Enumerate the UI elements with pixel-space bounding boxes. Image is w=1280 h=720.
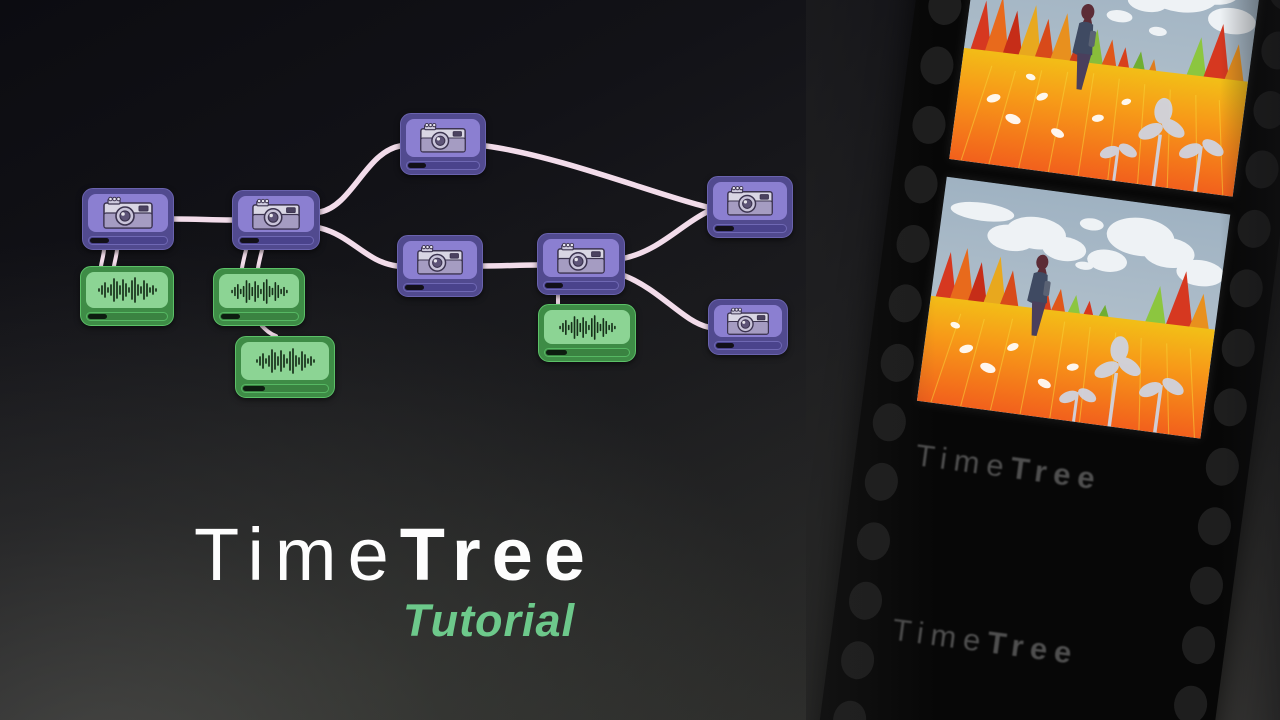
sprocket-hole xyxy=(885,282,924,325)
audio-node-body xyxy=(241,342,329,380)
progress-bar[interactable] xyxy=(406,161,480,170)
camera-node-body xyxy=(238,196,314,232)
progress-bar[interactable] xyxy=(543,281,619,290)
sprocket-hole xyxy=(909,103,948,146)
camera-icon xyxy=(420,122,466,153)
camera-node-body xyxy=(406,119,480,157)
film-label-part-light: Time xyxy=(890,611,990,660)
sprocket-hole xyxy=(877,341,916,384)
film-label-part-bold: Tree xyxy=(985,624,1081,672)
title-part-light: Time xyxy=(194,513,400,596)
film-frame xyxy=(949,0,1263,197)
progress-bar[interactable] xyxy=(241,384,329,393)
film-strip-area: TimeTree TimeTree xyxy=(806,0,1280,720)
camera-icon xyxy=(727,307,769,335)
camera-node[interactable] xyxy=(708,299,788,355)
graph-edges xyxy=(99,143,711,338)
camera-node-body xyxy=(714,305,782,337)
camera-node-body xyxy=(403,241,477,279)
subtitle: Tutorial xyxy=(402,595,576,646)
sprocket-hole xyxy=(1226,267,1265,310)
audio-node[interactable] xyxy=(80,266,174,326)
film-frames: TimeTree TimeTree xyxy=(865,0,1265,720)
sprocket-hole xyxy=(925,0,964,27)
camera-icon xyxy=(417,244,463,275)
audio-node-body xyxy=(86,272,168,308)
autumn-scene-illustration xyxy=(949,0,1263,197)
camera-node[interactable] xyxy=(397,235,483,297)
camera-icon xyxy=(103,196,153,229)
progress-bar[interactable] xyxy=(86,312,168,321)
camera-node-body xyxy=(713,182,787,220)
sprocket-hole xyxy=(869,401,908,444)
walking-figure xyxy=(1027,254,1051,337)
sprocket-hole xyxy=(917,44,956,87)
progress-bar[interactable] xyxy=(544,348,630,357)
progress-bar[interactable] xyxy=(403,283,477,292)
audio-node-body xyxy=(544,310,630,344)
sprocket-hole xyxy=(1202,445,1241,488)
film-label-part-light: Time xyxy=(913,437,1013,485)
progress-bar[interactable] xyxy=(219,312,299,321)
progress-bar[interactable] xyxy=(713,224,787,233)
sprocket-hole xyxy=(1218,326,1257,369)
audio-node-body xyxy=(219,274,299,308)
progress-bar[interactable] xyxy=(88,236,168,245)
title-block: TimeTree Tutorial xyxy=(0,512,790,648)
film-strip-label: TimeTree xyxy=(890,612,1172,685)
audio-node[interactable] xyxy=(235,336,335,398)
film-strip-label: TimeTree xyxy=(913,437,1195,510)
camera-node[interactable] xyxy=(232,190,320,250)
waveform-icon xyxy=(98,277,157,303)
sprocket-hole xyxy=(1258,29,1280,72)
sprocket-hole xyxy=(1250,88,1280,131)
sprocket-hole xyxy=(1179,624,1217,667)
sprocket-hole xyxy=(1187,564,1225,607)
waveform-icon xyxy=(256,348,315,374)
progress-bar[interactable] xyxy=(238,236,314,245)
camera-icon xyxy=(252,198,300,230)
camera-node-body xyxy=(88,194,168,232)
audio-node[interactable] xyxy=(538,304,636,362)
sprocket-hole xyxy=(1242,148,1280,191)
camera-node[interactable] xyxy=(707,176,793,238)
camera-icon xyxy=(727,185,773,216)
sprocket-hole xyxy=(838,639,876,682)
sprocket-hole xyxy=(901,163,940,206)
waveform-icon xyxy=(559,314,616,340)
camera-node[interactable] xyxy=(537,233,625,295)
page-title: TimeTree xyxy=(0,512,790,598)
sprocket-hole xyxy=(854,520,892,563)
sprocket-hole xyxy=(830,698,869,720)
sprocket-hole xyxy=(846,579,884,622)
sprocket-hole xyxy=(862,460,900,503)
title-part-bold: Tree xyxy=(399,513,596,596)
camera-node-body xyxy=(543,239,619,277)
progress-bar[interactable] xyxy=(714,341,782,350)
waveform-icon xyxy=(231,278,288,304)
sprocket-hole xyxy=(1266,0,1280,12)
autumn-scene-illustration xyxy=(916,176,1231,439)
camera-icon xyxy=(557,242,605,274)
walking-figure xyxy=(1072,4,1097,90)
sprocket-hole xyxy=(1234,207,1273,250)
film-strip: TimeTree TimeTree xyxy=(811,0,1280,720)
sprocket-hole xyxy=(893,222,932,265)
camera-node[interactable] xyxy=(82,188,174,250)
audio-node[interactable] xyxy=(213,268,305,326)
sprocket-hole xyxy=(1171,683,1209,720)
camera-node[interactable] xyxy=(400,113,486,175)
film-frame xyxy=(916,176,1231,439)
film-label-part-bold: Tree xyxy=(1008,449,1104,497)
node-graph xyxy=(0,0,900,470)
sprocket-hole xyxy=(1195,505,1233,548)
sprocket-hole xyxy=(1210,386,1249,429)
